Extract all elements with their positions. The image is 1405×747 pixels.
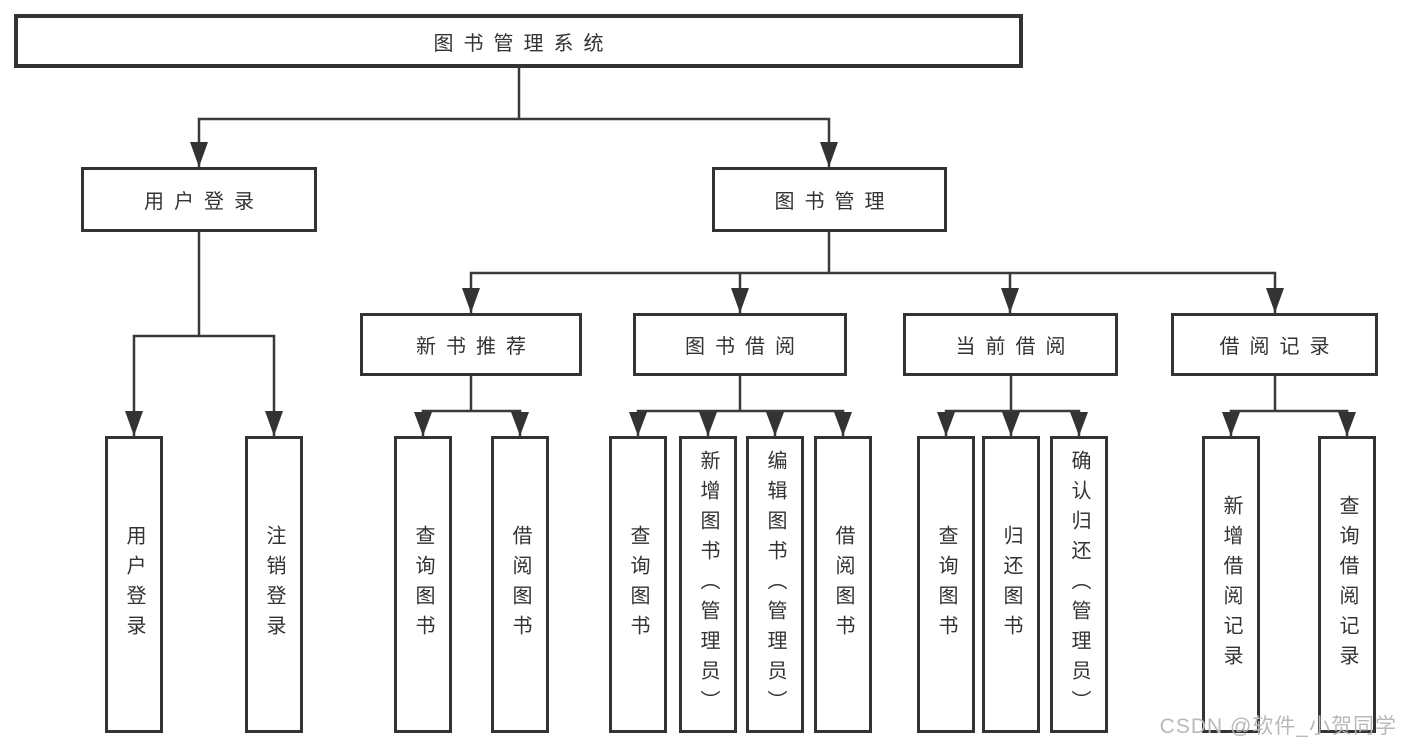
leaf-newbooks-query: 查询图书 [394,436,452,733]
node-root-label: 图书管理系统 [433,32,614,55]
leaf-newbooks-borrow: 借阅图书 [491,436,549,733]
node-root-system: 图书管理系统 [14,14,1023,68]
node-user-login: 用户登录 [81,167,317,232]
node-book-management-label: 图书管理 [774,191,895,213]
leaf-borrow-query: 查询图书 [609,436,667,733]
connector-bookborrow-split [636,409,845,436]
leaf-records-add: 新增借阅记录 [1202,436,1260,733]
leaf-current-query-label: 查询图书 [935,524,957,645]
node-book-management: 图书管理 [712,167,947,232]
leaf-records-query-label: 查询借阅记录 [1336,494,1358,675]
node-new-book-recommend: 新书推荐 [360,313,582,376]
leaf-logout-label: 注销登录 [263,524,285,645]
leaf-current-confirm-admin-label: 确认归还（管理员） [1068,449,1090,720]
node-new-book-recommend-label: 新书推荐 [416,336,536,358]
node-borrow-records-label: 借阅记录 [1219,336,1340,358]
node-current-borrow-label: 当前借阅 [955,336,1076,358]
node-book-borrow: 图书借阅 [633,313,847,376]
leaf-newbooks-borrow-label: 借阅图书 [509,524,531,645]
leaf-current-return-label: 归还图书 [1000,524,1022,645]
leaf-borrow-edit-admin-label: 编辑图书（管理员） [764,449,786,720]
leaf-records-query: 查询借阅记录 [1318,436,1376,733]
leaf-current-return: 归还图书 [982,436,1040,733]
leaf-newbooks-query-label: 查询图书 [412,524,434,645]
leaf-borrow-borrow-label: 借阅图书 [832,524,854,645]
leaf-borrow-add-admin-label: 新增图书（管理员） [697,449,719,720]
leaf-current-query: 查询图书 [917,436,975,733]
connector-root-split [197,117,831,167]
node-user-login-label: 用户登录 [144,191,264,213]
connector-userlogin-split [132,334,276,436]
leaf-logout: 注销登录 [245,436,303,733]
node-borrow-records: 借阅记录 [1171,313,1378,376]
leaf-borrow-add-admin: 新增图书（管理员） [679,436,737,733]
leaf-borrow-query-label: 查询图书 [627,524,649,645]
node-book-borrow-label: 图书借阅 [685,336,805,358]
leaf-user-login: 用户登录 [105,436,163,733]
leaf-current-confirm-admin: 确认归还（管理员） [1050,436,1108,733]
connector-newbooks-split [421,409,522,436]
leaf-records-add-label: 新增借阅记录 [1220,494,1242,675]
leaf-borrow-edit-admin: 编辑图书（管理员） [746,436,804,733]
csdn-watermark: CSDN @软件_小贺同学 [1159,715,1397,738]
connector-bookmgmt-split [469,271,1277,313]
connector-records-split [1229,409,1349,436]
leaf-borrow-borrow: 借阅图书 [814,436,872,733]
leaf-user-login-label: 用户登录 [123,524,145,645]
node-current-borrow: 当前借阅 [903,313,1118,376]
arrowheads [125,142,1356,436]
